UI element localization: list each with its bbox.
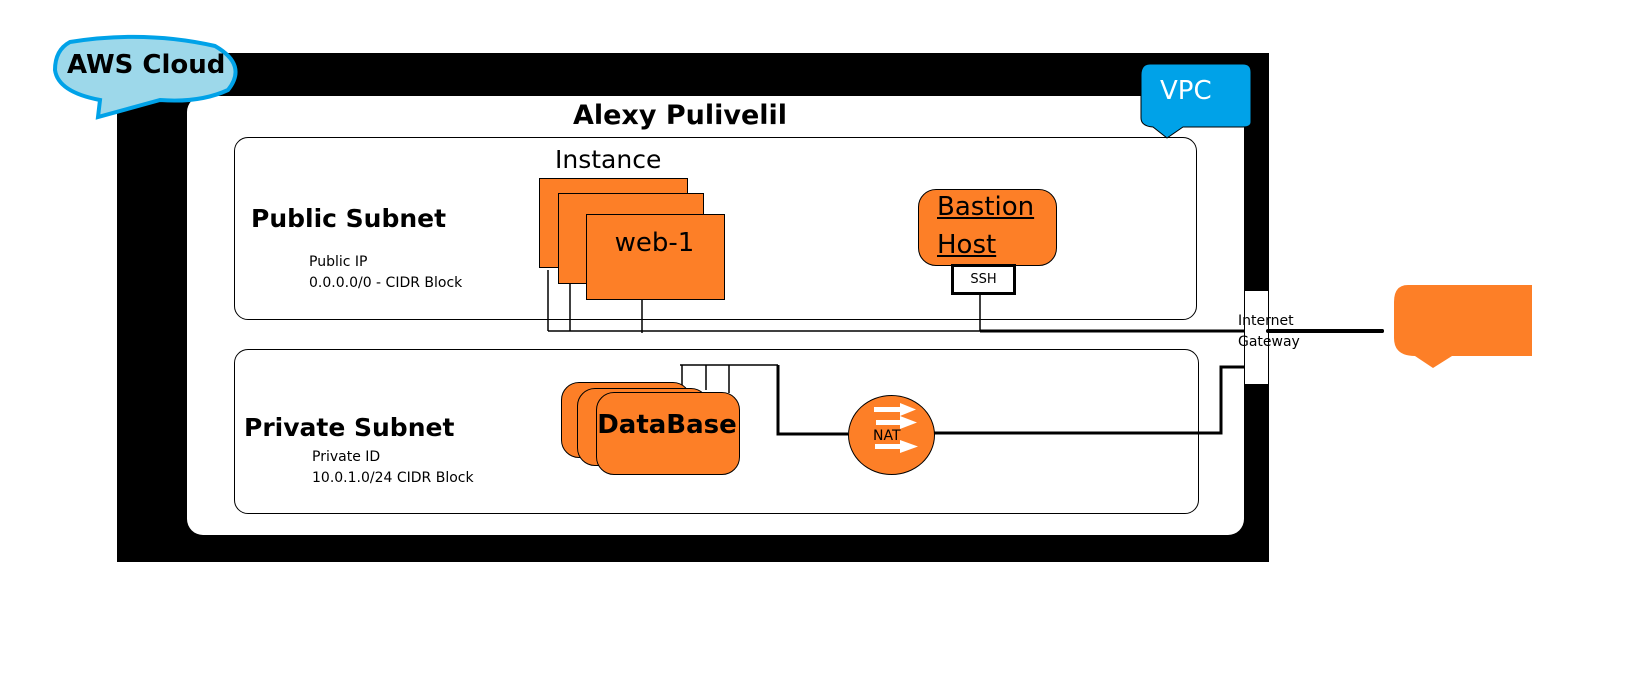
aws-cloud-callout bbox=[52, 34, 238, 120]
vpc-callout bbox=[1140, 63, 1252, 139]
internet-gateway-label: Internet Gateway bbox=[1238, 311, 1300, 353]
vpc-bubble-shape bbox=[1140, 63, 1252, 139]
bastion-host-label: Bastion Host bbox=[937, 188, 1034, 264]
igw-label-line2: Gateway bbox=[1238, 334, 1300, 350]
public-subnet-title: Public Subnet bbox=[251, 204, 447, 233]
instance-name: web-1 bbox=[614, 228, 695, 258]
internet-gateway-node[interactable] bbox=[1244, 291, 1269, 384]
db-to-nat-line bbox=[776, 365, 848, 436]
nat-to-igw-line bbox=[933, 365, 1245, 435]
bastion-label-line2: Host bbox=[937, 230, 997, 260]
nat-label: NAT bbox=[873, 428, 901, 444]
database-card-front[interactable] bbox=[596, 392, 740, 475]
database-connectors bbox=[680, 364, 778, 393]
public-ip-label: Public IP bbox=[309, 254, 368, 270]
instance-group-label: Instance bbox=[555, 145, 662, 174]
cloud-bubble-shape bbox=[52, 34, 238, 120]
private-subnet-title: Private Subnet bbox=[244, 413, 455, 442]
diagram-title: Alexy Pulivelil bbox=[572, 100, 788, 131]
nat-arrows-icon bbox=[874, 403, 918, 453]
public-cidr-label: 0.0.0.0/0 - CIDR Block bbox=[309, 275, 463, 291]
internet-user-callout bbox=[1394, 285, 1532, 368]
bastion-host-node[interactable] bbox=[918, 189, 1057, 266]
bastion-label-line1: Bastion bbox=[937, 192, 1035, 222]
private-ip-label: Private ID bbox=[312, 449, 381, 465]
private-cidr-label: 10.0.1.0/24 CIDR Block bbox=[312, 470, 474, 486]
igw-label-line1: Internet bbox=[1238, 313, 1294, 329]
vpc-label: VPC bbox=[1160, 76, 1212, 106]
instance-card-web-1[interactable] bbox=[586, 214, 725, 300]
database-label: DataBase bbox=[597, 410, 737, 440]
ssh-port-box: SSH bbox=[951, 264, 1016, 295]
aws-cloud-label: AWS Cloud bbox=[67, 50, 226, 80]
instance-connectors bbox=[547, 270, 980, 333]
